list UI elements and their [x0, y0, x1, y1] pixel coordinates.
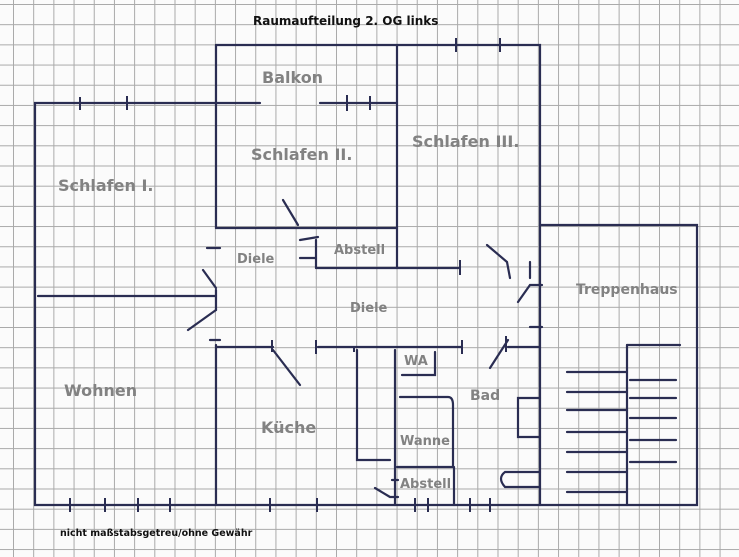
room-label-diele-center: Diele — [350, 301, 388, 316]
plan-title: Raumaufteilung 2. OG links — [253, 14, 439, 28]
room-label-schlafen-3: Schlafen III. — [412, 132, 520, 151]
window-marks — [69, 38, 507, 512]
room-label-bad: Bad — [470, 388, 501, 404]
room-label-diele-left: Diele — [237, 252, 275, 267]
room-label-schlafen-2: Schlafen II. — [251, 145, 353, 164]
disclaimer-note: nicht maßstabsgetreu/ohne Gewähr — [60, 528, 253, 539]
room-label-abstell-bottom: Abstell — [400, 477, 452, 492]
room-label-wohnen: Wohnen — [64, 381, 138, 400]
walls — [33, 43, 699, 507]
room-label-treppenhaus: Treppenhaus — [576, 282, 678, 298]
room-label-wanne: Wanne — [400, 434, 450, 449]
room-label-balkon: Balkon — [262, 68, 324, 87]
room-label-abstell-top: Abstell — [334, 243, 386, 258]
room-label-wa: WA — [404, 354, 428, 369]
room-label-kueche: Küche — [261, 418, 317, 437]
room-label-schlafen-1: Schlafen I. — [58, 176, 154, 195]
